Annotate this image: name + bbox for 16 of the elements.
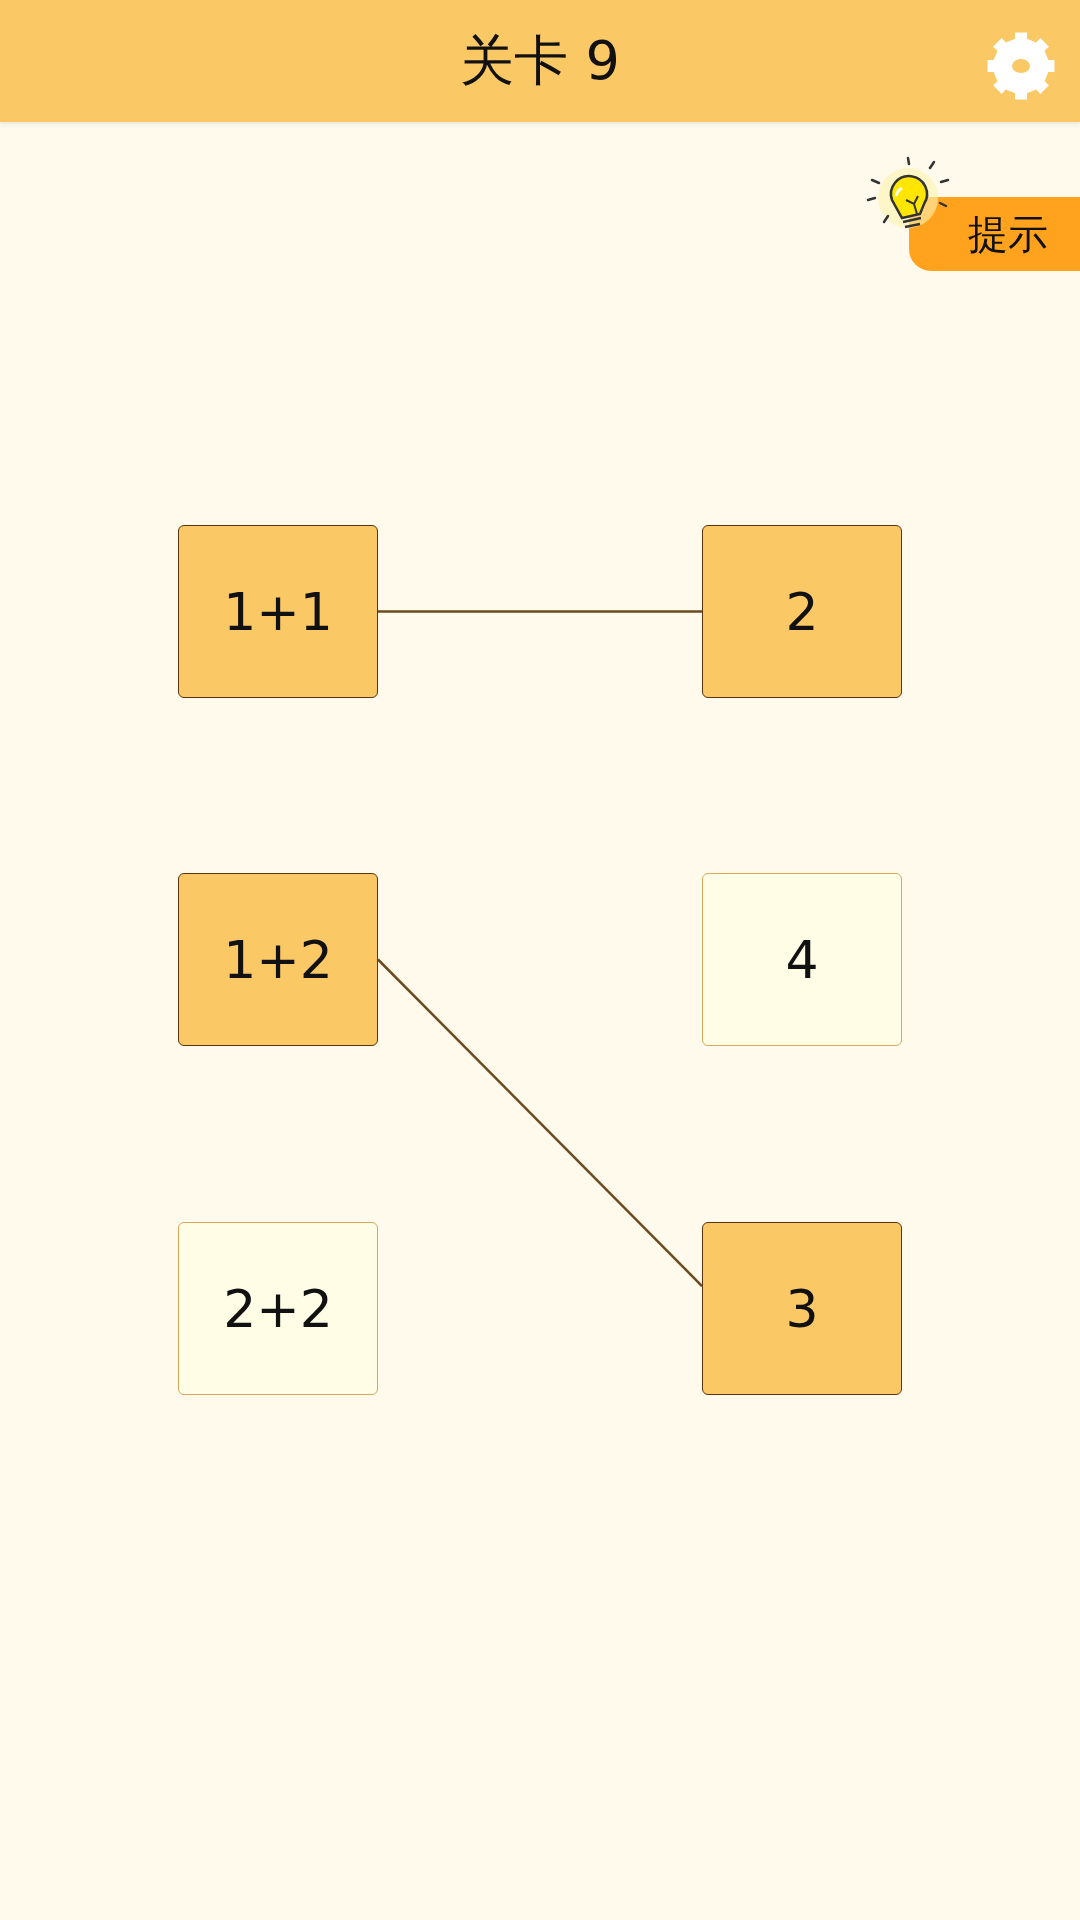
card-text: 4 — [785, 929, 819, 990]
number-card — [702, 525, 902, 698]
number-card — [178, 1222, 378, 1395]
number-card — [702, 873, 902, 1046]
number-card — [702, 1222, 902, 1395]
connecting-line — [377, 958, 703, 1287]
level-title: 关卡 9 — [460, 28, 620, 94]
card-text: 3 — [785, 1278, 819, 1339]
number-card — [178, 525, 378, 698]
card-text: 1+2 — [223, 929, 333, 990]
card-text: 1+1 — [223, 581, 333, 642]
card-text: 2 — [785, 581, 819, 642]
hint-button: 提示 — [909, 197, 1080, 271]
card-text: 2+2 — [223, 1278, 333, 1339]
number-card — [178, 873, 378, 1046]
connecting-line — [378, 610, 702, 613]
